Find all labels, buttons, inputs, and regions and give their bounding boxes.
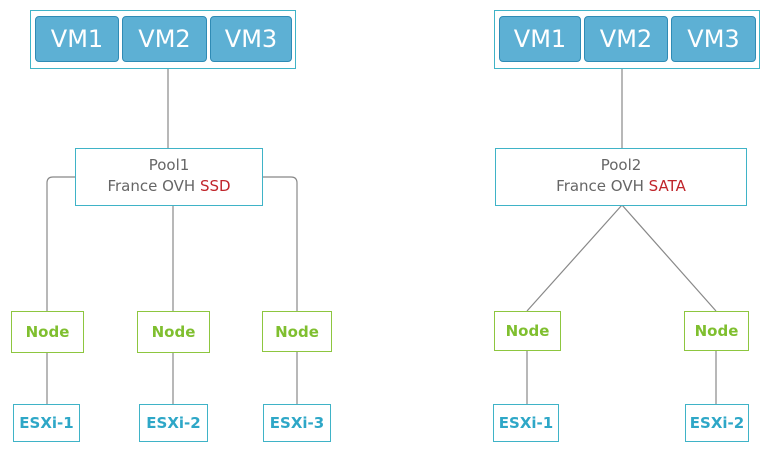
pool-description: France OVH SATA <box>496 176 746 197</box>
esxi-host-box[interactable]: ESXi-1 <box>13 404 80 442</box>
pool-location: France OVH <box>107 177 196 195</box>
node-box[interactable]: Node <box>494 311 561 351</box>
vm-box[interactable]: VM1 <box>35 16 119 62</box>
esxi-host-box[interactable]: ESXi-1 <box>493 404 559 442</box>
vm-box[interactable]: VM3 <box>671 16 756 62</box>
pool-name: Pool1 <box>148 156 190 174</box>
pool2-to-node2-line <box>621 204 717 312</box>
node-box[interactable]: Node <box>137 311 210 353</box>
vm-box[interactable]: VM1 <box>499 16 581 62</box>
esxi-host-box[interactable]: ESXi-3 <box>263 404 331 442</box>
esxi-host-box[interactable]: ESXi-2 <box>685 404 749 442</box>
pool1-to-node3-line <box>262 176 298 311</box>
vm-box[interactable]: VM2 <box>122 16 207 62</box>
node-box[interactable]: Node <box>262 311 332 352</box>
pool-name: Pool2 <box>600 156 642 174</box>
pool-location: France OVH <box>556 177 644 195</box>
vm-group-1: VM1 VM2 VM3 <box>30 10 296 69</box>
pool-storage-type: SSD <box>199 177 231 195</box>
vm-group-2: VM1 VM2 VM3 <box>494 10 760 69</box>
node-box[interactable]: Node <box>11 311 84 353</box>
pool-box[interactable]: Pool2 France OVH SATA <box>495 148 747 206</box>
vm-box[interactable]: VM3 <box>210 16 292 62</box>
pool1-to-node1-line <box>46 176 75 311</box>
pool-box[interactable]: Pool1 France OVH SSD <box>75 148 263 206</box>
pool-description: France OVH SSD <box>76 176 262 197</box>
vm-box[interactable]: VM2 <box>584 16 668 62</box>
esxi-host-box[interactable]: ESXi-2 <box>139 404 208 442</box>
pool-storage-type: SATA <box>648 177 686 195</box>
pool2-to-node1-line <box>526 204 623 312</box>
node-box[interactable]: Node <box>684 311 749 351</box>
